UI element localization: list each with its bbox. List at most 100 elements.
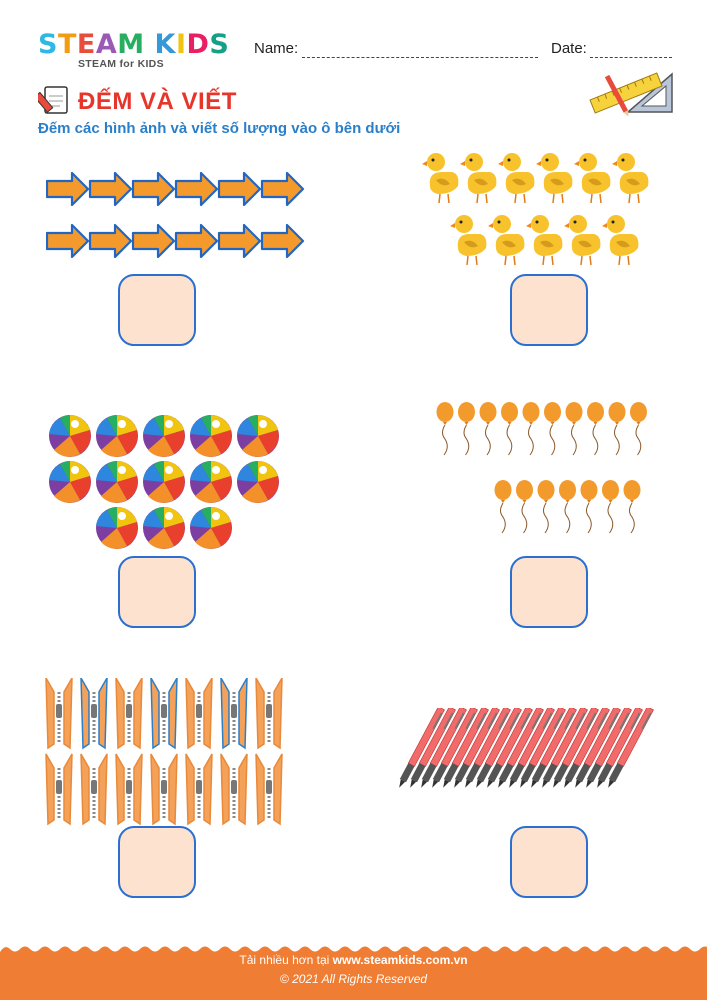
pen-item — [509, 706, 555, 788]
balloon-item — [623, 480, 641, 534]
arrow-item — [45, 171, 90, 207]
pen-item — [432, 706, 478, 788]
steam-kids-logo: STEAM KIDS STEAM for KIDS — [38, 30, 238, 74]
duckling-item — [536, 153, 573, 204]
duckling-item — [450, 215, 487, 266]
duckling-item — [460, 153, 497, 204]
beach-ball-item — [237, 461, 279, 503]
arrow-item — [131, 171, 176, 207]
arrow-item — [88, 171, 133, 207]
balloon-item — [587, 402, 604, 456]
logo-tagline: STEAM for KIDS — [78, 58, 164, 70]
date-label: Date: — [551, 40, 587, 57]
pen-item — [564, 706, 610, 788]
balloon-item — [559, 480, 576, 534]
beach-balls-group — [49, 415, 279, 549]
beach-ball-item — [96, 461, 138, 503]
zippers-group — [45, 677, 283, 826]
pen-item — [421, 706, 467, 788]
zipper-item — [220, 753, 248, 826]
answer-box-zippers[interactable] — [118, 826, 196, 898]
zipper-item — [255, 677, 283, 750]
pen-item — [531, 706, 577, 788]
zipper-item — [115, 753, 143, 826]
arrows-group — [45, 171, 305, 259]
arrow-item — [174, 171, 219, 207]
zipper-item — [80, 677, 108, 750]
arrow-item — [88, 223, 133, 259]
zipper-item — [150, 753, 178, 826]
exercise-zippers — [44, 677, 294, 826]
beach-ball-item — [143, 461, 185, 503]
exercise-ducklings — [422, 148, 662, 272]
name-label: Name: — [254, 40, 299, 57]
pen-item — [454, 706, 500, 788]
pencil-paper-icon — [38, 86, 68, 114]
duckling-item — [612, 153, 649, 204]
worksheet-instruction: Đếm các hình ảnh và viết số lượng vào ô … — [38, 120, 401, 137]
name-line[interactable] — [302, 56, 538, 58]
balloon-item — [436, 402, 454, 456]
beach-ball-item — [190, 415, 232, 457]
balloon-item — [479, 402, 497, 456]
beach-ball-item — [237, 415, 279, 457]
footer-more-line: Tải nhiều hơn tại www.steamkids.com.vn — [0, 953, 707, 967]
pen-item — [410, 706, 456, 788]
answer-box-ducklings[interactable] — [510, 274, 588, 346]
balloon-item — [501, 402, 518, 456]
pen-item — [608, 706, 654, 788]
pen-item — [399, 706, 445, 788]
duckling-item — [574, 153, 611, 204]
answer-box-balloons[interactable] — [510, 556, 588, 628]
exercise-balloons — [436, 402, 660, 552]
duckling-item — [526, 215, 563, 266]
answer-box-arrows[interactable] — [118, 274, 196, 346]
footer-site-link[interactable]: www.steamkids.com.vn — [332, 953, 468, 967]
exercise-beach-balls — [48, 414, 288, 556]
balloon-item — [544, 402, 561, 456]
balloon-item — [602, 480, 619, 534]
beach-ball-item — [190, 461, 232, 503]
duckling-item — [498, 153, 535, 204]
balloon-item — [516, 480, 533, 534]
zipper-item — [45, 677, 73, 750]
zipper-item — [80, 753, 108, 826]
zipper-item — [45, 753, 73, 826]
duckling-item — [488, 215, 525, 266]
arrow-item — [174, 223, 219, 259]
zipper-item — [185, 677, 213, 750]
pen-item — [575, 706, 621, 788]
pen-item — [498, 706, 544, 788]
pen-item — [597, 706, 643, 788]
pens-group — [399, 706, 654, 788]
pen-item — [553, 706, 599, 788]
pen-item — [520, 706, 566, 788]
balloon-item — [458, 402, 475, 456]
footer-copyright: © 2021 All Rights Reserved — [279, 972, 428, 986]
footer-band — [0, 946, 707, 1000]
zipper-item — [150, 677, 178, 750]
zipper-item — [185, 753, 213, 826]
duckling-item — [564, 215, 601, 266]
pen-item — [465, 706, 511, 788]
zipper-item — [220, 677, 248, 750]
exercise-pens — [390, 706, 680, 804]
answer-box-beach-balls[interactable] — [118, 556, 196, 628]
balloons-group — [436, 402, 647, 534]
balloon-item — [537, 480, 555, 534]
date-line[interactable] — [590, 56, 672, 58]
duckling-item — [422, 153, 459, 204]
ruler-set-square-icon — [589, 72, 673, 116]
arrow-item — [45, 223, 90, 259]
pen-item — [476, 706, 522, 788]
balloon-item — [522, 402, 540, 456]
arrow-item — [217, 171, 262, 207]
balloon-item — [630, 402, 647, 456]
duckling-item — [602, 215, 639, 266]
zipper-item — [255, 753, 283, 826]
arrow-item — [260, 171, 305, 207]
beach-ball-item — [96, 507, 138, 549]
pen-item — [487, 706, 533, 788]
answer-box-pens[interactable] — [510, 826, 588, 898]
beach-ball-item — [49, 461, 91, 503]
